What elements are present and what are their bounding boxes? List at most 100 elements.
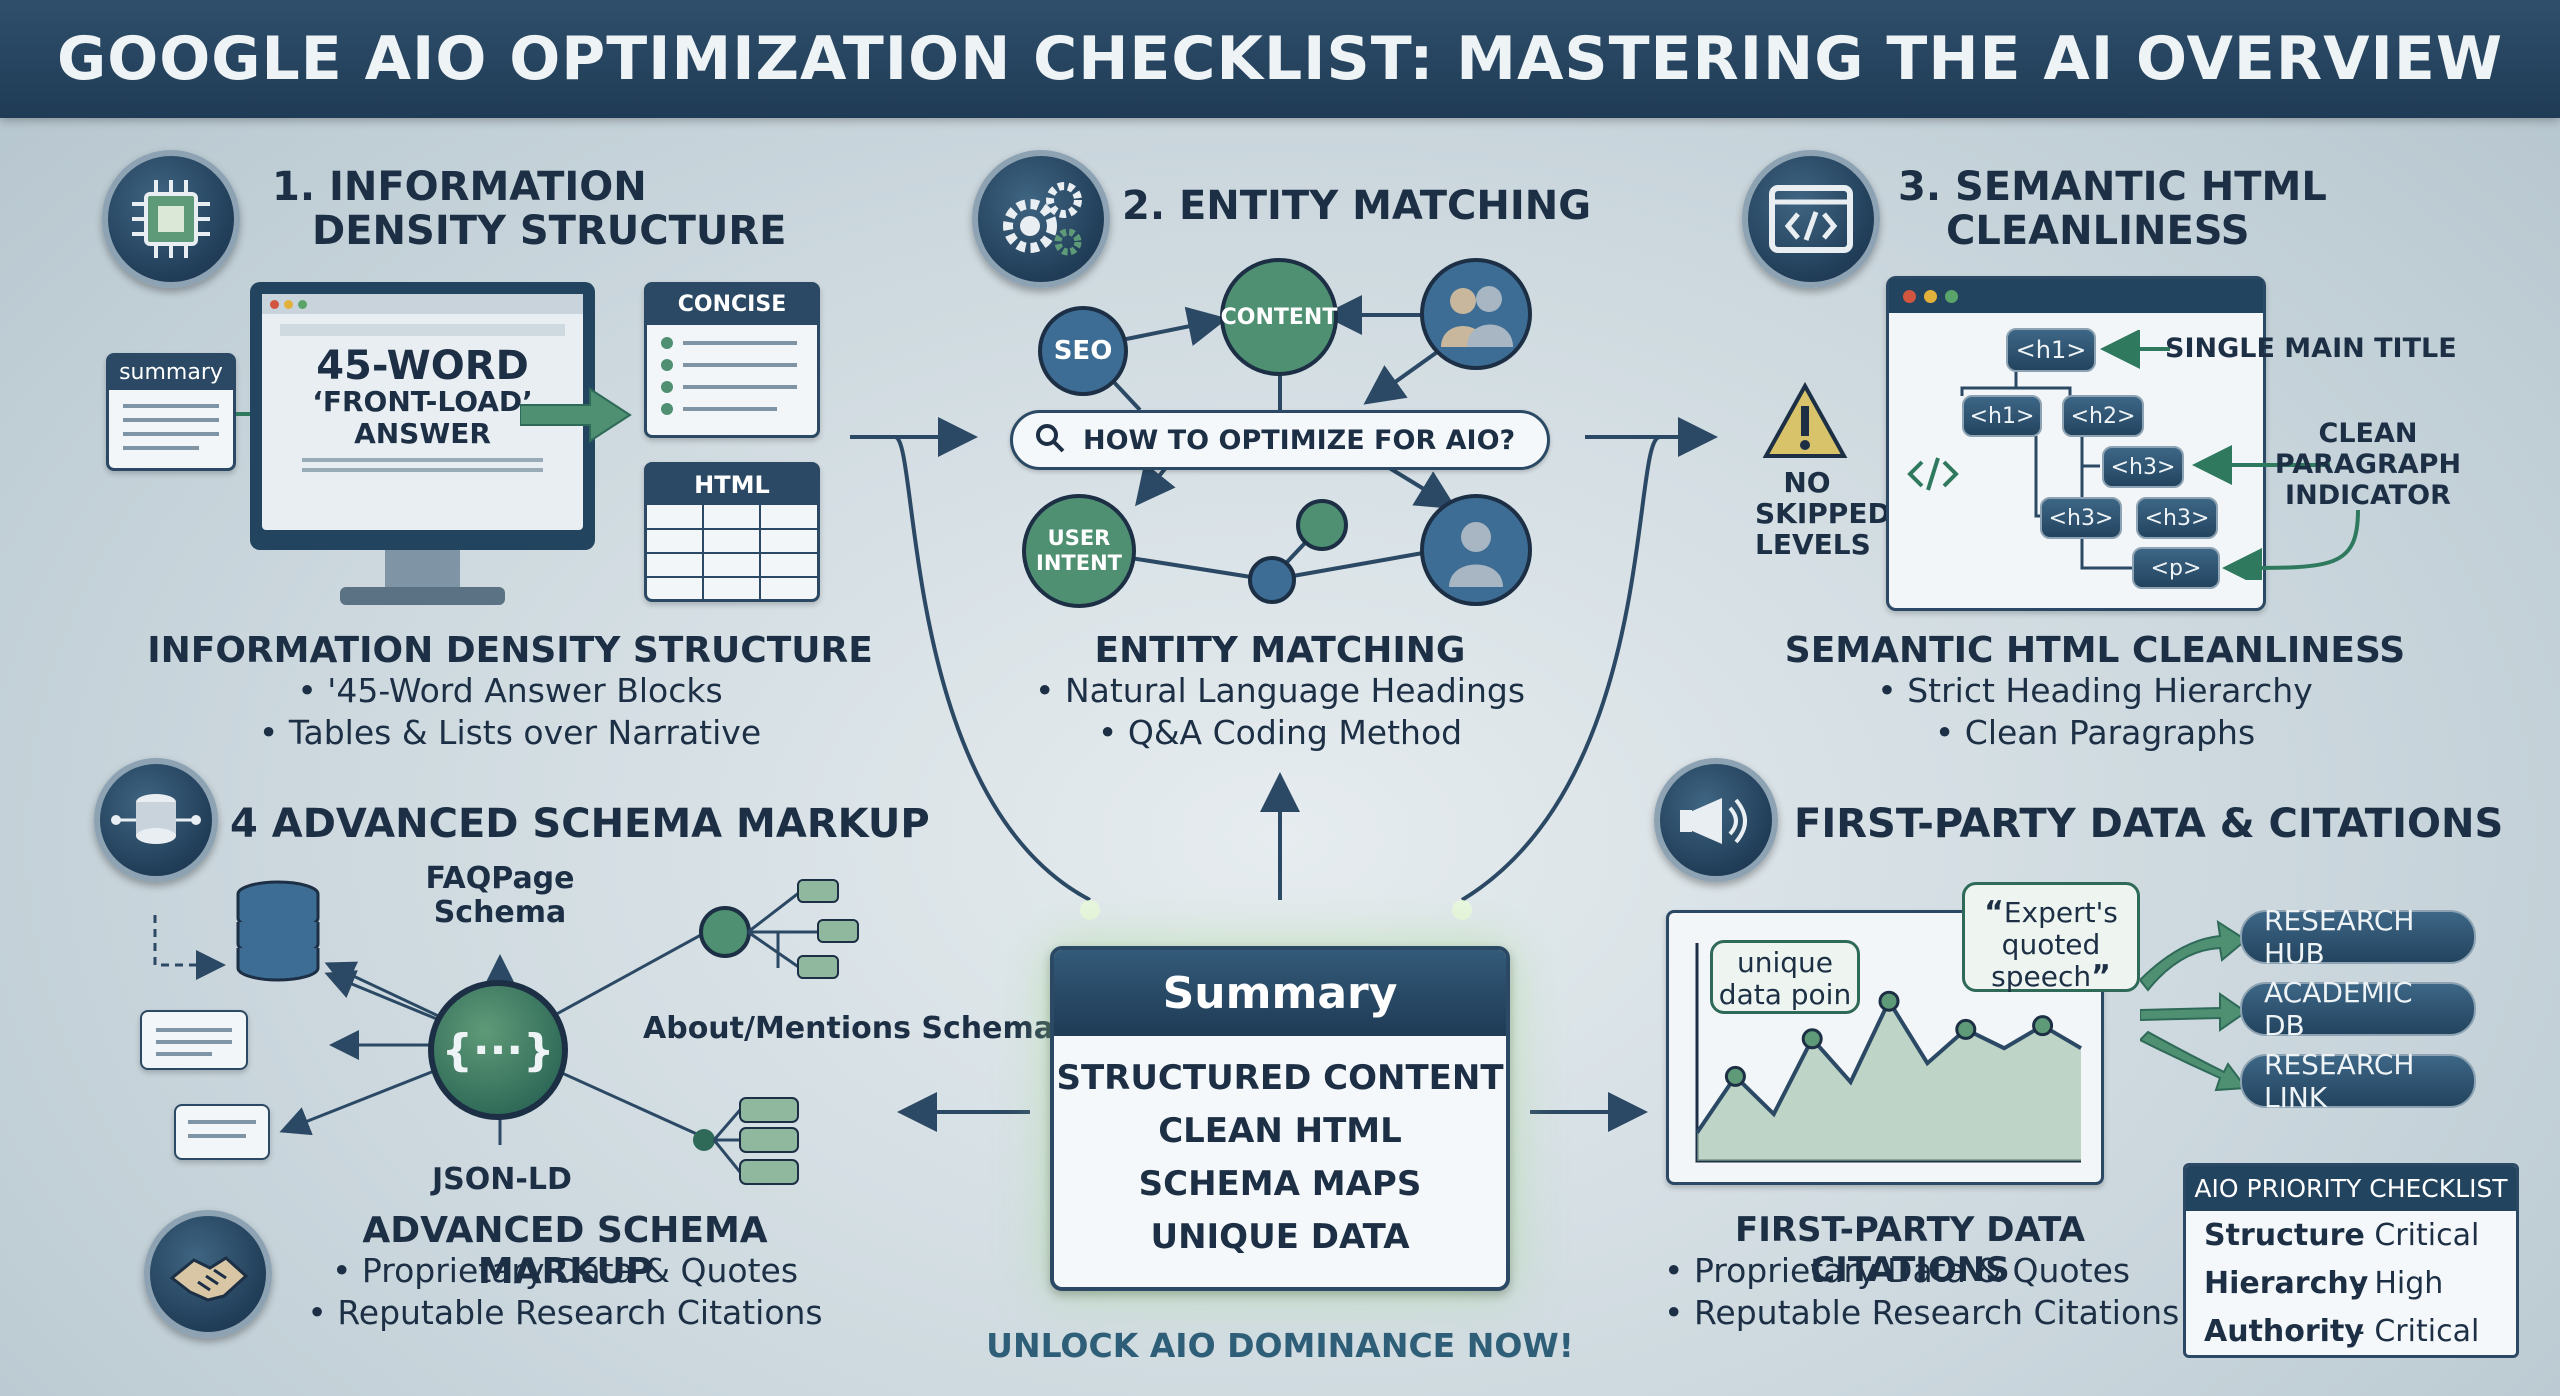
arrow-right-icon — [520, 387, 632, 443]
section4-bullet-2: • Reputable Research Citations — [307, 1293, 823, 1332]
section1-bullet-1: • '45-Word Answer Blocks — [297, 671, 723, 710]
quote-close-icon: ” — [2091, 959, 2111, 994]
section4-bullets: • Proprietary Data & Quotes • Reputable … — [290, 1250, 840, 1334]
trend-chart — [1695, 943, 2083, 1163]
faq-schema-label: FAQPage Schema — [425, 861, 575, 930]
summary-item: SCHEMA MAPS — [1138, 1164, 1422, 1204]
search-text: HOW TO OPTIMIZE FOR AIO? — [1083, 424, 1516, 456]
section1-heading-line2: DENSITY STRUCTURE — [312, 208, 787, 254]
single-main-title-label: SINGLE MAIN TITLE — [2165, 333, 2457, 364]
search-bar[interactable]: HOW TO OPTIMIZE FOR AIO? — [1010, 410, 1550, 470]
tag-p: <p> — [2132, 547, 2220, 589]
about-mentions-schema-label: About/Mentions Schema — [643, 1011, 1055, 1046]
quote-icon: “ — [1984, 895, 2004, 930]
section3-heading-line2: CLEANLINESS — [1946, 208, 2250, 254]
html-table-card: HTML — [644, 462, 820, 602]
priority-checklist: AIO PRIORITY CHECKLIST Structure - Criti… — [2183, 1163, 2519, 1358]
pill-research-link[interactable]: RESEARCH LINK — [2240, 1048, 2476, 1114]
section1-heading-line1: 1. INFORMATION — [272, 164, 647, 210]
quote-bubble: “Expert's quoted speech” — [1962, 882, 2140, 994]
section1-bullets: • '45-Word Answer Blocks • Tables & List… — [130, 670, 890, 754]
checklist-key: Hierarchy — [2204, 1265, 2369, 1301]
checklist-value: - Critical — [2354, 1313, 2480, 1349]
chip-icon — [102, 150, 240, 288]
chart-point — [1801, 1028, 1823, 1050]
section1-bullet-2: • Tables & Lists over Narrative — [258, 713, 762, 752]
summary-tag-label: summary — [109, 356, 233, 390]
checklist-row: Hierarchy - High — [2186, 1259, 2516, 1307]
checklist-row: Authority - Critical — [2186, 1307, 2516, 1355]
node-seo: SEO — [1038, 306, 1128, 396]
monitor-line1: 45-WORD — [316, 343, 529, 389]
pill-research-hub[interactable]: RESEARCH HUB — [2240, 904, 2476, 970]
section3-heading-line1: 3. SEMANTIC HTML — [1898, 164, 2327, 210]
code-window-icon — [1742, 150, 1880, 288]
checklist-value: - High — [2354, 1265, 2444, 1301]
node-content: CONTENT — [1220, 258, 1338, 376]
tag-h2: <h2> — [2062, 395, 2144, 437]
checklist-value: - Critical — [2354, 1217, 2480, 1253]
chart-point — [1724, 1065, 1746, 1087]
cta-text: UNLOCK AIO DOMINANCE NOW! — [986, 1326, 1574, 1365]
tag-h3-b: <h3> — [2040, 497, 2122, 539]
code-brackets-icon — [1907, 457, 1959, 491]
concise-card: CONCISE — [644, 282, 820, 438]
unique-data-bubble: unique data poin — [1710, 940, 1860, 1014]
no-skipped-levels-label: NO SKIPPED LEVELS — [1755, 466, 1891, 561]
checklist-lines-icon — [661, 337, 797, 415]
checklist-row: Structure - Critical — [2186, 1211, 2516, 1259]
tag-h1-main: <h1> — [2006, 328, 2096, 372]
user-group-icon — [1420, 258, 1532, 370]
chart-area — [1697, 1001, 2081, 1161]
checklist-key: Structure — [2204, 1217, 2365, 1253]
text-lines-icon — [123, 404, 219, 450]
section4-heading: 4 ADVANCED SCHEMA MARKUP — [230, 801, 930, 847]
chart-point — [1878, 990, 1900, 1012]
section2-bullet-1: • Natural Language Headings — [1034, 671, 1526, 710]
summary-item: STRUCTURED CONTENT — [1056, 1058, 1504, 1098]
clean-paragraph-label: CLEAN PARAGRAPH INDICATOR — [2274, 418, 2462, 511]
monitor-illustration: 45-WORD ‘FRONT-LOAD’ ANSWER — [250, 282, 595, 612]
pill-academic-db[interactable]: ACADEMIC DB — [2240, 976, 2476, 1042]
database-icon — [232, 878, 324, 986]
checklist-key: Authority — [2204, 1313, 2364, 1349]
summary-item: UNIQUE DATA — [1150, 1217, 1410, 1257]
section2-heading: 2. ENTITY MATCHING — [1122, 183, 1592, 229]
summary-heading: Summary — [1054, 950, 1506, 1036]
pill-arrows — [2140, 919, 2248, 1092]
section3-subtitle: SEMANTIC HTML CLEANLINESS — [1784, 630, 2406, 671]
json-braces-icon: {···} — [428, 980, 568, 1120]
monitor-line3: ANSWER — [354, 417, 491, 450]
user-icon — [1420, 494, 1532, 606]
section5-bullet-1: • Proprietary Data & Quotes — [1664, 1251, 2131, 1290]
tag-h3-c: <h3> — [2136, 497, 2218, 539]
window-titlebar — [1889, 279, 2263, 313]
quote-text: Expert's quoted speech — [1991, 896, 2118, 993]
table-icon — [647, 505, 817, 601]
chart-point — [2032, 1015, 2054, 1037]
section4-subtitle: ADVANCED SCHEMA MARKUP — [362, 1210, 768, 1292]
node-user-intent: USER INTENT — [1022, 494, 1136, 608]
html-label: HTML — [647, 465, 817, 505]
section4-bullet-1: • Proprietary Data & Quotes — [331, 1251, 799, 1290]
page-title: GOOGLE AIO OPTIMIZATION CHECKLIST: MASTE… — [57, 24, 2503, 94]
megaphone-icon — [1654, 758, 1778, 882]
section2-subtitle: ENTITY MATCHING — [1094, 630, 1466, 671]
section5-heading: FIRST-PARTY DATA & CITATIONS — [1794, 801, 2504, 847]
checklist-heading: AIO PRIORITY CHECKLIST — [2186, 1166, 2516, 1211]
summary-box: Summary STRUCTURED CONTENT CLEAN HTML SC… — [1050, 946, 1510, 1291]
gears-icon — [972, 150, 1110, 288]
warning-icon — [1762, 381, 1848, 464]
summary-tag-card: summary — [106, 353, 236, 471]
search-icon — [1035, 423, 1065, 457]
section5-bullets: • Proprietary Data & Quotes • Reputable … — [1664, 1250, 2184, 1334]
section3-bullet-2: • Clean Paragraphs — [1934, 713, 2256, 752]
tree-hierarchy-icon-2 — [690, 1090, 810, 1194]
section2-bullets: • Natural Language Headings • Q&A Coding… — [900, 670, 1660, 754]
tree-hierarchy-icon — [690, 872, 860, 986]
section2-bullet-2: • Q&A Coding Method — [1097, 713, 1463, 752]
summary-item: CLEAN HTML — [1158, 1111, 1402, 1151]
section3-bullets: • Strict Heading Hierarchy • Clean Parag… — [1715, 670, 2475, 754]
summary-items: STRUCTURED CONTENT CLEAN HTML SCHEMA MAP… — [1054, 1036, 1506, 1264]
